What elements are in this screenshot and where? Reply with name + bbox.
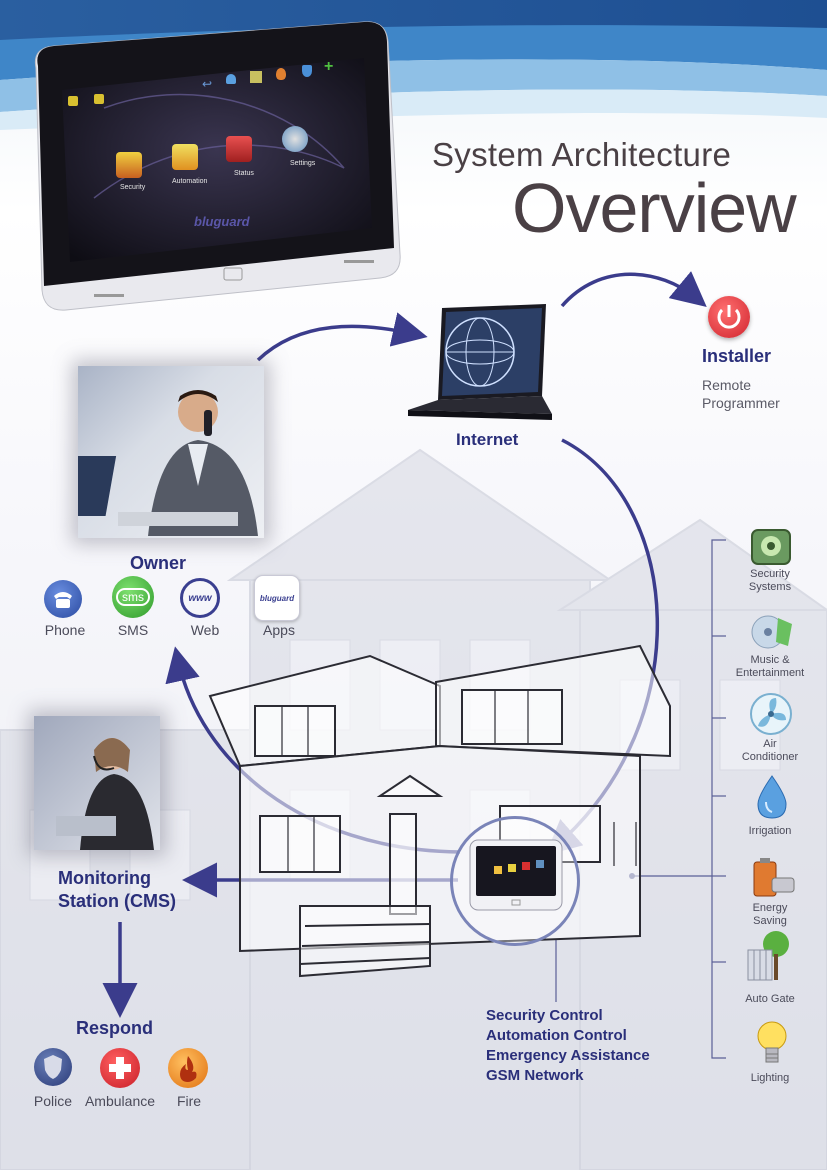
control-panel-icon [469,839,563,911]
laptop-globe-icon [408,304,552,420]
respond-item-label: Ambulance [84,1093,156,1109]
tablet-app-label: Settings [290,160,316,167]
edit-icon [250,71,262,83]
title-line-2: Overview [512,169,797,247]
installer-title: Installer [702,346,772,366]
gate-icon [747,931,789,981]
lock-icon [68,96,78,106]
police-badge-icon [34,1048,72,1086]
status-app-icon [226,136,252,162]
house-drawing [208,644,671,978]
tablet-app-label: Status [234,170,254,177]
settings-app-icon [282,126,308,152]
security-app-icon [116,152,142,178]
control-feature-item: Automation Control [486,1027,627,1044]
cms-agent-photo [34,716,160,850]
internet-label: Internet [456,430,519,449]
monitoring-title-2: Station (CMS) [58,891,176,911]
fan-icon [750,693,792,735]
music-icon [751,615,792,649]
monitoring-title-1: Monitoring [58,868,151,888]
lock-icon [94,94,104,104]
control-feature-item: Emergency Assistance [486,1047,650,1064]
control-feature-item: GSM Network [486,1067,584,1084]
owner-channel-label: Phone [44,622,86,638]
owner-channel-label: SMS [117,622,149,638]
bell-icon [226,74,236,84]
back-icon: ↩ [202,77,213,91]
tablet-app-label: Automation [172,178,208,185]
fire-status-icon [276,68,286,80]
power-icon [708,296,750,338]
tablet-device: ↩ + Security Automation Status Settings … [24,18,414,318]
respond-item-label: Fire [176,1093,202,1109]
fire-icon [168,1048,208,1088]
automation-app-icon [172,144,198,170]
owner-photo [55,366,264,538]
owner-channel-label: Apps [263,622,295,638]
ambulance-cross-icon [100,1048,140,1088]
device-label: Lighting [750,1072,790,1084]
plus-icon: + [324,58,334,75]
installer-subtitle-2: Programmer [702,395,780,411]
title-line-1: System Architecture [432,136,732,173]
web-icon-text: www [188,592,212,604]
web-icon: www [180,578,220,618]
device-label: Irrigation [748,825,792,837]
control-features-list: Security Control Automation Control Emer… [486,1006,650,1086]
installer-subtitle-1: Remote [702,377,752,393]
shield-icon [302,65,312,77]
tablet-brand-logo: bluguard [194,214,250,229]
respond-title: Respond [76,1018,154,1038]
owner-title: Owner [130,553,187,573]
security-systems-icon [751,529,791,565]
water-drop-icon [757,775,787,819]
owner-channel-label: Web [190,622,220,638]
phone-icon [44,580,82,618]
device-label: Auto Gate [745,993,795,1005]
sms-icon: sms [112,576,154,618]
respond-item-label: Police [33,1093,73,1109]
device-label: Music &Entertainment [735,654,805,679]
tablet-app-label: Security [120,184,146,191]
light-bulb-icon [757,1021,787,1063]
battery-icon [753,858,795,897]
apps-icon-text: bluguard [259,593,295,603]
control-feature-item: Security Control [486,1007,603,1024]
sms-icon-text: sms [116,588,150,606]
apps-icon: bluguard [254,575,300,621]
